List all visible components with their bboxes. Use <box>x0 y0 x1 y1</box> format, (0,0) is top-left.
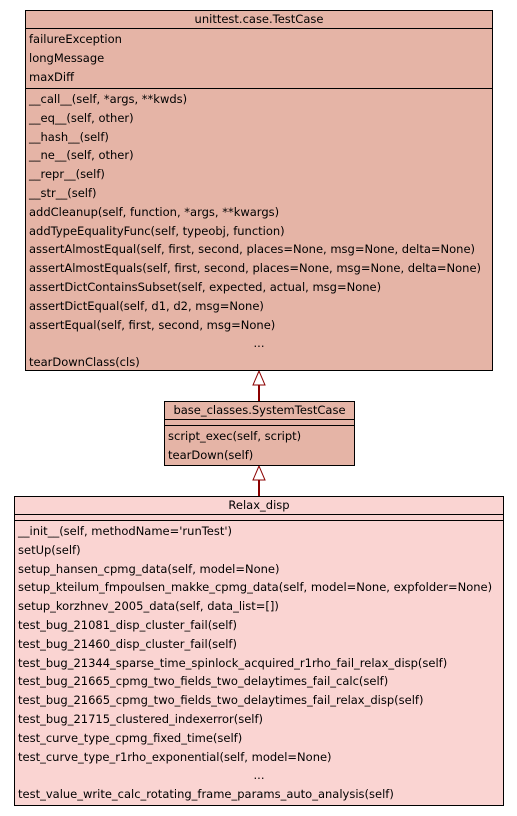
class-relaxdisp[interactable]: Relax_disp __init__(self, methodName='ru… <box>14 496 504 806</box>
method-row: __init__(self, methodName='runTest') <box>18 524 233 538</box>
attributes-section <box>15 514 503 520</box>
attributes-section: failureException longMessage maxDiff <box>26 28 492 88</box>
method-row: assertDictEqual(self, d1, d2, msg=None) <box>29 298 264 313</box>
class-title: Relax_disp <box>228 498 290 512</box>
attribute-row: maxDiff <box>29 69 75 84</box>
methods-section: __call__(self, *args, **kwds) __eq__(self… <box>26 88 492 372</box>
inheritance-arrowhead-system <box>252 464 266 481</box>
ellipsis-row: ... <box>253 336 265 351</box>
method-row: setup_kteilum_fmpoulsen_makke_cpmg_data(… <box>18 580 493 595</box>
method-row: test_curve_type_cpmg_fixed_time(self) <box>18 730 243 745</box>
attribute-row: longMessage <box>29 50 105 65</box>
method-row: __str__(self) <box>29 185 97 200</box>
method-row: __ne__(self, other) <box>29 148 134 163</box>
method-row: __eq__(self, other) <box>29 110 134 125</box>
method-row: test_curve_type_r1rho_exponential(self, … <box>18 749 332 764</box>
method-row: addCleanup(self, function, *args, **kwar… <box>29 204 280 219</box>
method-row: test_bug_21460_disp_cluster_fail(self) <box>18 636 237 651</box>
method-row: __repr__(self) <box>29 167 105 182</box>
methods-section: __init__(self, methodName='runTest') setU… <box>15 520 503 804</box>
method-row: tearDownClass(cls) <box>29 355 140 370</box>
method-row: test_bug_21665_cpmg_two_fields_two_delay… <box>18 693 424 708</box>
method-row: __hash__(self) <box>29 129 109 144</box>
method-row: test_bug_21344_sparse_time_spinlock_acqu… <box>18 655 448 670</box>
class-title: unittest.case.TestCase <box>194 12 324 26</box>
inheritance-arrowhead-testcase <box>252 369 266 386</box>
method-row: test_value_write_calc_rotating_frame_par… <box>18 787 394 802</box>
class-testcase[interactable]: unittest.case.TestCase failureException l… <box>25 10 493 371</box>
attribute-row: failureException <box>29 32 122 46</box>
method-row: setup_hansen_cpmg_data(self, model=None) <box>18 561 280 576</box>
method-row: assertEqual(self, first, second, msg=Non… <box>29 317 276 332</box>
method-row: test_bug_21665_cpmg_two_fields_two_delay… <box>18 674 389 689</box>
method-row: test_bug_21081_disp_cluster_fail(self) <box>18 617 237 632</box>
class-title: base_classes.SystemTestCase <box>173 403 346 417</box>
methods-section: script_exec(self, script) tearDown(self) <box>165 425 354 465</box>
method-row: __call__(self, *args, **kwds) <box>29 92 188 106</box>
class-systemtestcase[interactable]: base_classes.SystemTestCase script_exec(… <box>164 401 355 466</box>
method-row: setup_korzhnev_2005_data(self, data_list… <box>18 599 279 614</box>
method-row: assertAlmostEquals(self, first, second, … <box>29 261 482 276</box>
method-row: setUp(self) <box>18 542 81 557</box>
method-row: assertDictContainsSubset(self, expected,… <box>29 279 382 294</box>
method-row: tearDown(self) <box>168 447 254 462</box>
method-row: test_bug_21715_clustered_indexerror(self… <box>18 711 264 726</box>
ellipsis-row: ... <box>253 768 265 783</box>
method-row: assertAlmostEqual(self, first, second, p… <box>29 242 476 257</box>
attributes-section <box>165 419 354 425</box>
method-row: addTypeEqualityFunc(self, typeobj, funct… <box>29 223 285 238</box>
method-row: script_exec(self, script) <box>168 429 302 443</box>
